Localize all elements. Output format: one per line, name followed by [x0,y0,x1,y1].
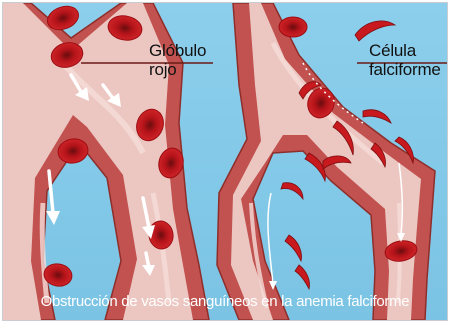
label-sickle-cell-line2: falciforme [369,60,441,79]
label-sickle-cell-line1: Célula [369,41,441,60]
label-normal-cell: Glóbulo rojo [149,41,206,79]
figure: Glóbulo rojo Célula falciforme Obstrucci… [2,2,448,321]
label-normal-cell-line2: rojo [149,60,206,79]
label-normal-cell-line1: Glóbulo [149,41,206,60]
red-cell [279,17,307,37]
label-sickle-cell: Célula falciforme [369,41,441,79]
figure-caption: Obstrucción de vasos sanguíneos en la an… [3,293,447,310]
